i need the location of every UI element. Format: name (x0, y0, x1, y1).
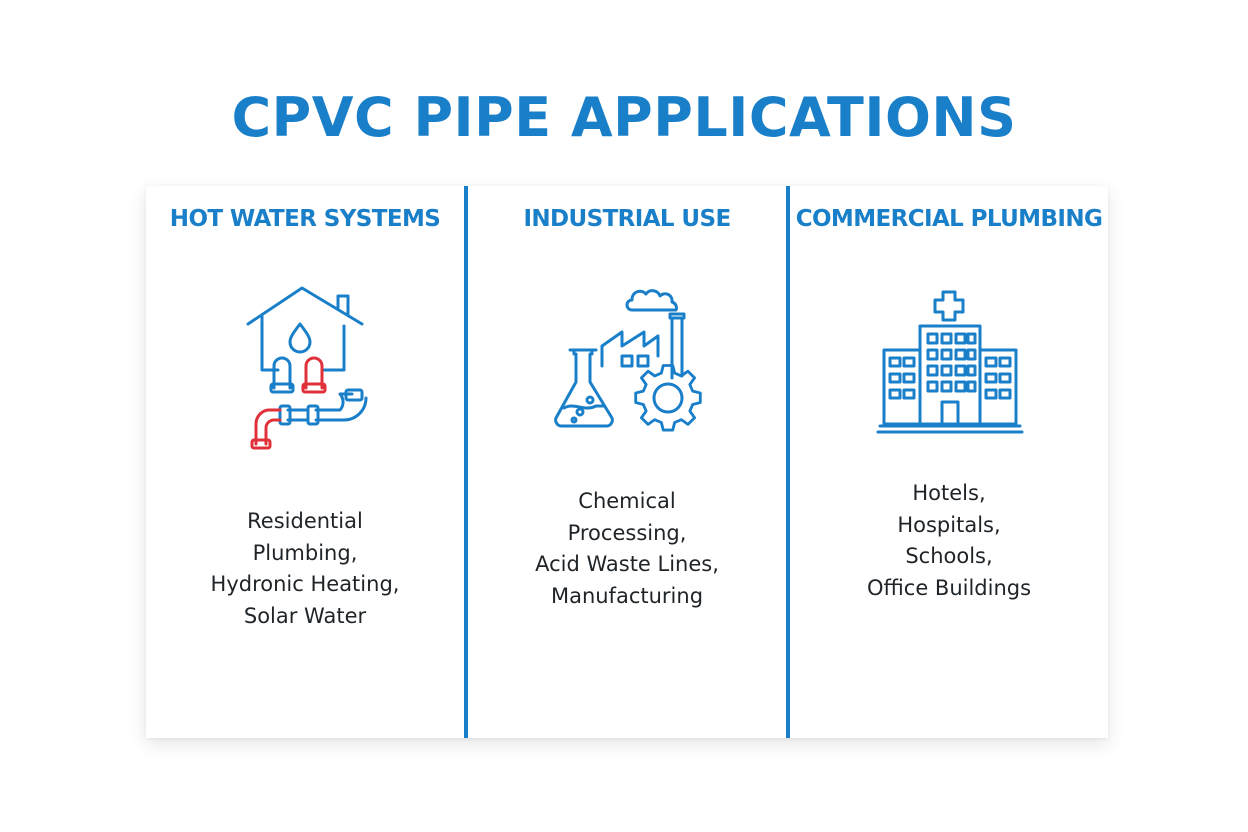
description-line: Schools, (905, 544, 993, 568)
description-line: Hospitals, (897, 512, 1001, 537)
column-commercial: COMMERCIAL PLUMBING (790, 186, 1108, 738)
column-description: Residential Plumbing, Hydronic Heating, … (146, 506, 464, 632)
hospital-building-icon (876, 290, 1024, 434)
column-heading: HOT WATER SYSTEMS (169, 206, 441, 232)
column-hot-water: HOT WATER SYSTEMS (146, 186, 464, 738)
description-line: Acid Waste Lines, (535, 552, 719, 576)
description-line: Processing, (567, 520, 687, 545)
column-heading: INDUSTRIAL USE (523, 206, 731, 232)
column-industrial: INDUSTRIAL USE Chemic (468, 186, 786, 738)
house-water-pipes-icon (246, 286, 368, 450)
description-line: Office Buildings (866, 575, 1032, 600)
applications-card: HOT WATER SYSTEMS (146, 186, 1108, 738)
description-line: Hotels, (912, 481, 986, 505)
column-description: Chemical Processing, Acid Waste Lines, M… (468, 486, 786, 612)
description-line: Chemical (578, 489, 676, 513)
description-line: Manufacturing (550, 583, 704, 608)
page-title: CPVC PIPE APPLICATIONS (231, 86, 1017, 149)
description-line: Solar Water (243, 603, 367, 628)
column-divider-2 (786, 186, 790, 738)
description-line: Hydronic Heating, (210, 572, 400, 596)
column-heading: COMMERCIAL PLUMBING (795, 206, 1103, 232)
column-divider-1 (464, 186, 468, 738)
description-line: Residential (247, 509, 363, 533)
column-description: Hotels, Hospitals, Schools, Office Build… (790, 478, 1108, 604)
description-line: Plumbing, (252, 540, 358, 565)
factory-flask-gear-icon (554, 289, 702, 432)
